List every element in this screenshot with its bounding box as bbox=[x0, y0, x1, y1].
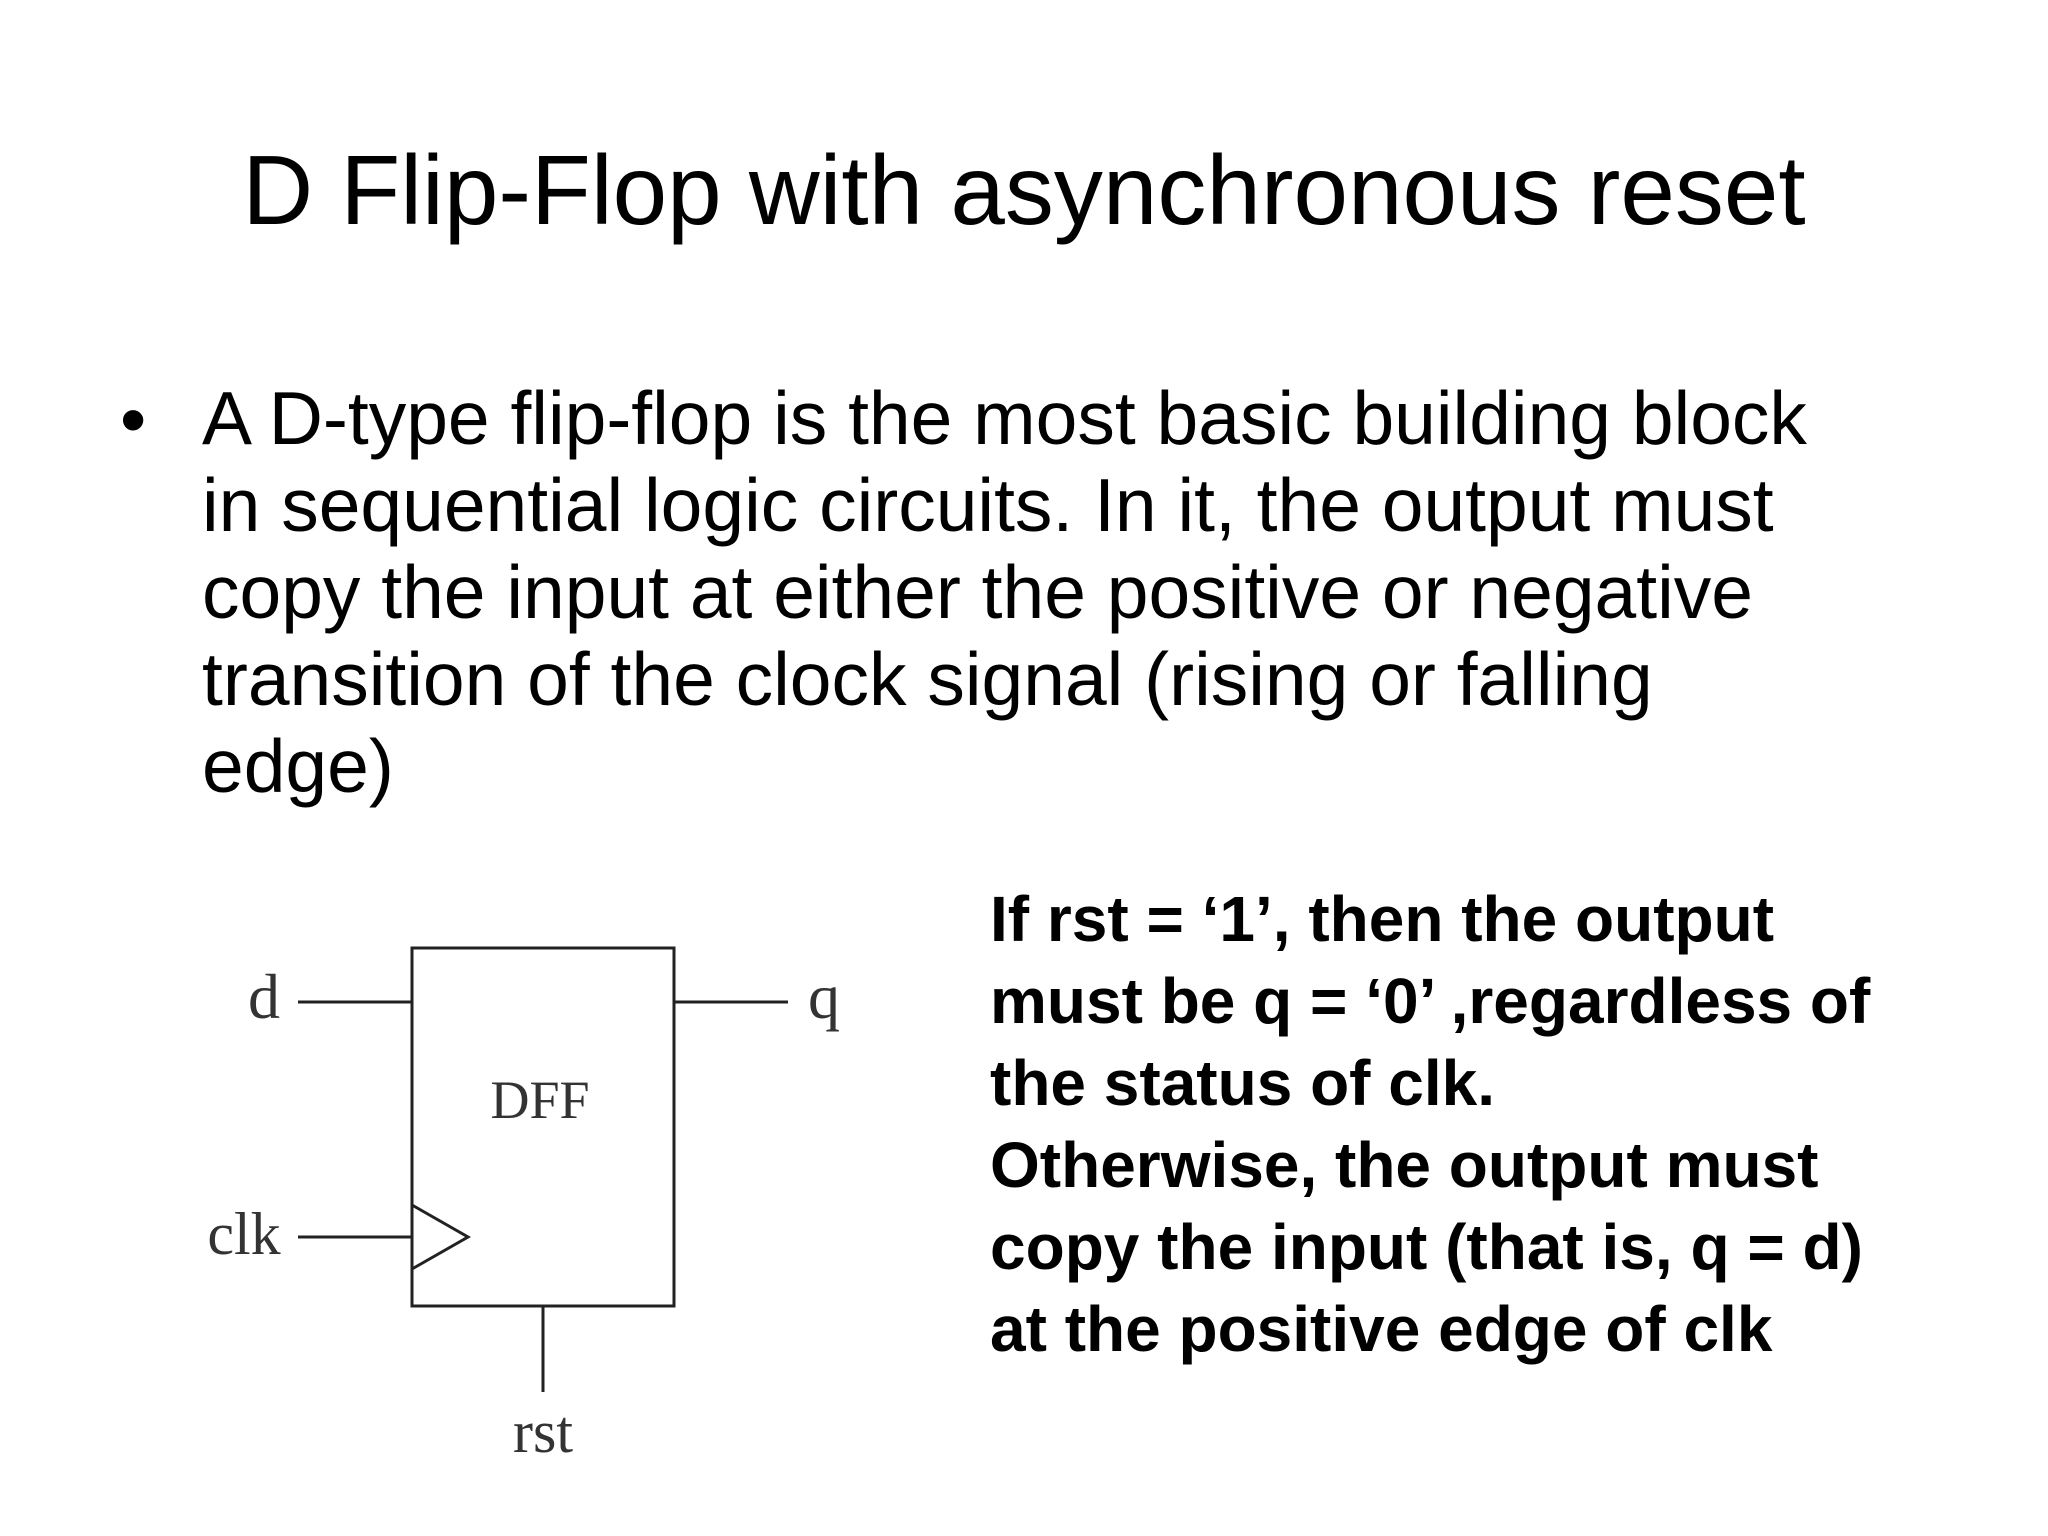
rst-input-label: rst bbox=[513, 1399, 573, 1465]
bullet-line: transition of the clock signal (rising o… bbox=[202, 637, 1653, 721]
bullet-marker: • bbox=[120, 377, 147, 461]
note-line: the status of clk. bbox=[990, 1047, 1495, 1119]
reset-behavior-note: If rst = ‘1’, then the output must be q … bbox=[990, 878, 2010, 1370]
note-line: If rst = ‘1’, then the output bbox=[990, 883, 1774, 955]
dff-block-label: DFF bbox=[490, 1070, 589, 1130]
note-line: must be q = ‘0’ ,regardless of bbox=[990, 965, 1871, 1037]
dff-diagram: DFF d q clk rst bbox=[207, 946, 840, 1465]
bullet-line: edge) bbox=[202, 724, 394, 808]
bullet-line: A D-type flip-flop is the most basic bui… bbox=[202, 376, 1807, 460]
slide-title: D Flip-Flop with asynchronous reset bbox=[242, 135, 1806, 245]
note-line: at the positive edge of clk bbox=[990, 1293, 1773, 1365]
bullet-line: in sequential logic circuits. In it, the… bbox=[202, 463, 1774, 547]
bullet-paragraph: A D-type flip-flop is the most basic bui… bbox=[202, 375, 1962, 810]
d-input-label: d bbox=[248, 961, 280, 1032]
q-output-label: q bbox=[808, 961, 840, 1032]
clock-edge-triangle bbox=[411, 1203, 472, 1271]
bullet-line: copy the input at either the positive or… bbox=[202, 550, 1753, 634]
clk-input-label: clk bbox=[207, 1201, 280, 1267]
note-line: copy the input (that is, q = d) bbox=[990, 1211, 1863, 1283]
note-line: Otherwise, the output must bbox=[990, 1129, 1819, 1201]
